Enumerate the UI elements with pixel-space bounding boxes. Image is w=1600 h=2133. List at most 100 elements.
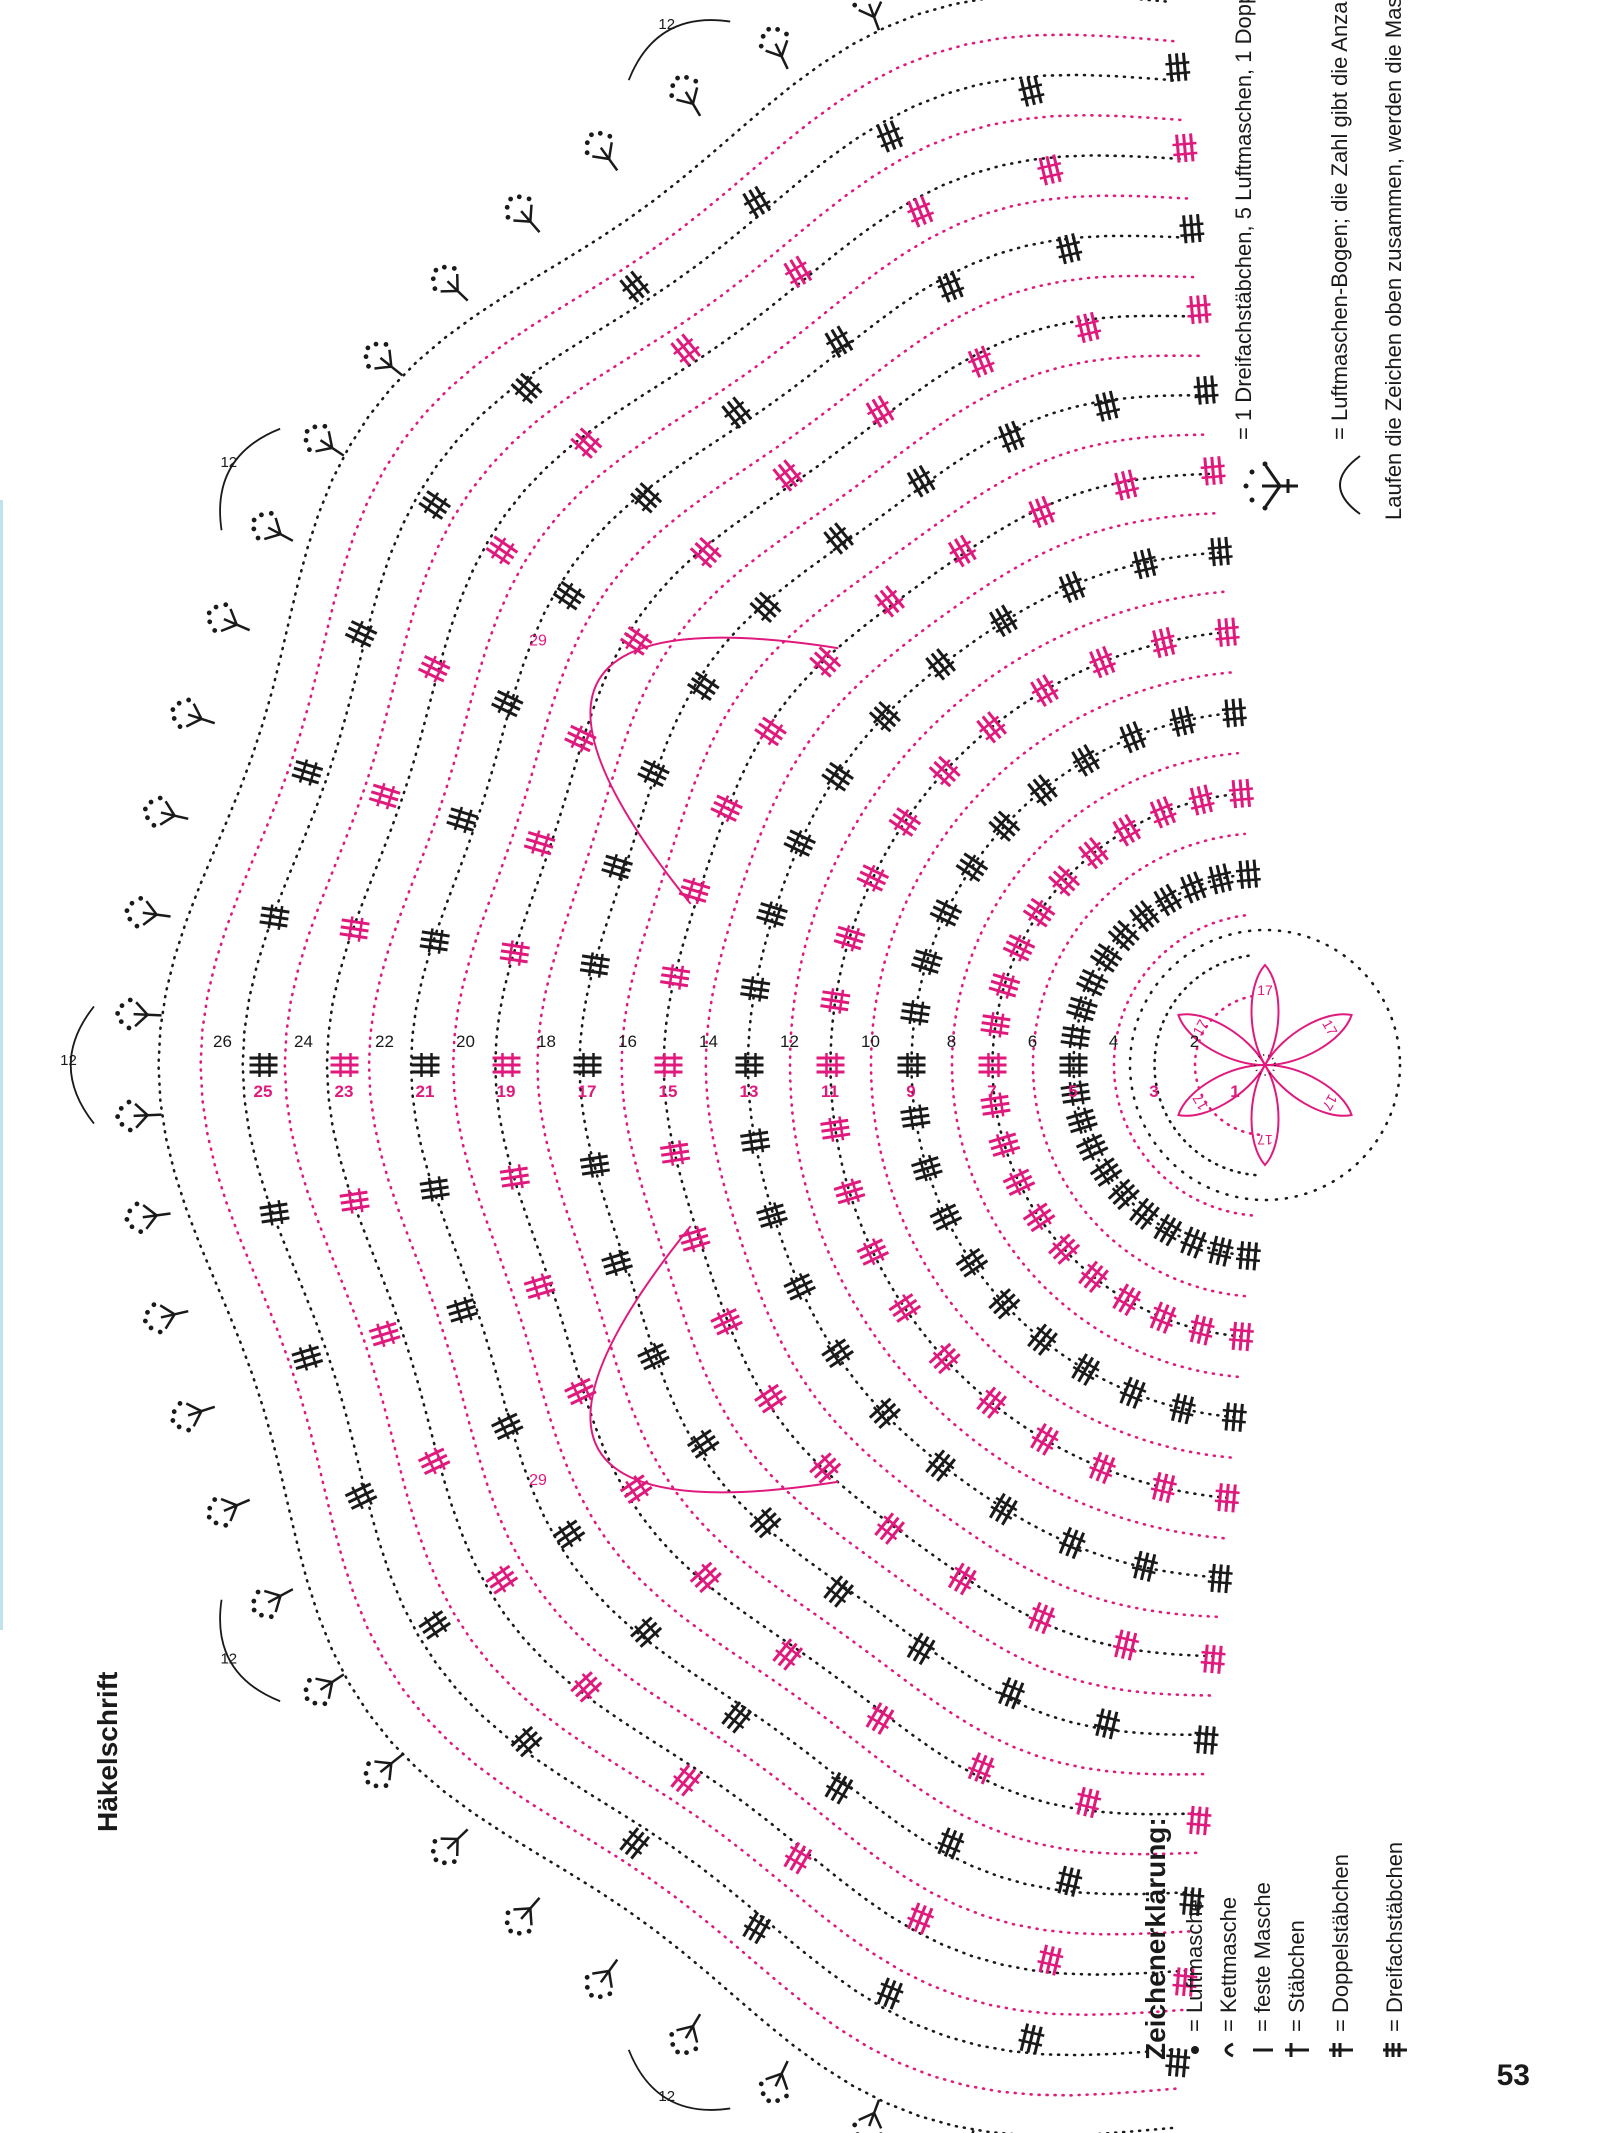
- stitch-stem: [1032, 1327, 1053, 1352]
- stitch-bar: [1095, 945, 1111, 967]
- stitch-stem: [980, 345, 995, 373]
- petal-label: 17: [1257, 1132, 1273, 1148]
- stitch-bar: [1031, 679, 1054, 695]
- chain-dot: [186, 1427, 192, 1433]
- stitch-stem: [1124, 1290, 1142, 1317]
- stitch-stem: [1041, 1607, 1055, 1635]
- round-label-magenta: 25: [254, 1082, 273, 1101]
- stitch-bar: [1171, 723, 1196, 732]
- stitch-stem: [419, 1178, 448, 1186]
- picot-symbol: [430, 264, 469, 302]
- stitch-bar: [641, 492, 660, 512]
- stitch-bar: [581, 437, 600, 457]
- stitch-stem: [821, 1125, 850, 1133]
- stitch-bar: [298, 759, 309, 783]
- picot-branch: [440, 1837, 458, 1841]
- chain-dot: [365, 1779, 371, 1785]
- stitch-stem: [950, 270, 964, 298]
- stitch-stem: [1231, 617, 1237, 646]
- stitch-stem: [1196, 376, 1202, 405]
- stitch-bar: [866, 400, 889, 416]
- stitch-group: [259, 1200, 290, 1226]
- stitch-group: [417, 655, 451, 683]
- chain-dot: [177, 724, 183, 729]
- stitch-stem: [818, 1462, 842, 1484]
- stitch-group: [754, 1383, 787, 1414]
- stitch-stem: [1102, 645, 1116, 674]
- chain-dot: [223, 602, 229, 608]
- stitch-stem: [1210, 538, 1216, 567]
- stitch-group: [1207, 1235, 1234, 1267]
- stitch-bar: [872, 704, 891, 724]
- stitch-stem: [601, 868, 629, 880]
- stitch-stem: [980, 1757, 995, 1785]
- stitch-stem: [1217, 537, 1223, 566]
- stitch-bar: [453, 1299, 464, 1324]
- stitch-stem: [1057, 1243, 1081, 1265]
- stitch-bar: [652, 1342, 666, 1366]
- stitch-bar: [840, 1181, 851, 1206]
- stitch-stem: [938, 755, 961, 777]
- stitch-stem: [564, 737, 591, 753]
- stitch-bar: [463, 809, 473, 834]
- stitch-stem: [1027, 782, 1048, 807]
- stitch-stem: [1182, 1886, 1188, 1915]
- stitch-group: [833, 924, 866, 952]
- picot-symbol: [303, 423, 345, 457]
- stitch-bar: [902, 1293, 918, 1316]
- stitch-stem: [911, 1156, 939, 1168]
- stitch-bar: [866, 1714, 889, 1730]
- stitch-bar: [587, 952, 594, 977]
- stitch-stem: [935, 1216, 963, 1231]
- stitch-stem: [758, 591, 782, 613]
- stitch-stem: [930, 1453, 951, 1478]
- stitch-bar: [1031, 1435, 1054, 1451]
- stitch-stem: [1238, 1241, 1245, 1270]
- stitch-stem: [1168, 2048, 1174, 2077]
- stitch-bar: [540, 833, 551, 857]
- stitch-stem: [1193, 1231, 1207, 1259]
- chain-dot: [383, 342, 389, 347]
- picot-symbol: [504, 194, 541, 233]
- chain-dot: [432, 1838, 438, 1844]
- stitch-stem: [1102, 1456, 1116, 1485]
- stitch-group: [1180, 1226, 1208, 1259]
- stitch-group: [824, 1771, 854, 1805]
- stitch-stem: [339, 1190, 368, 1198]
- stitch-bar: [1119, 1390, 1143, 1403]
- stitch-group: [1066, 1107, 1098, 1135]
- stitch-bar: [1056, 1881, 1081, 1890]
- stitch-stem: [1045, 1946, 1055, 1975]
- stitch-stem: [1037, 1332, 1058, 1356]
- stitch-group: [1075, 311, 1102, 344]
- chain-dot: [669, 2032, 675, 2037]
- stitch-stem: [519, 1736, 543, 1758]
- chain-dot: [363, 1770, 369, 1776]
- stitch-stem: [1196, 1725, 1202, 1754]
- round-label-magenta: 21: [416, 1082, 435, 1101]
- stitch-stem: [485, 547, 511, 566]
- stitch-bar: [932, 759, 951, 779]
- stitch-bar: [1153, 812, 1177, 824]
- stitch-stem: [421, 930, 450, 938]
- round-number-labels: 1212121212292912345678910111213141516171…: [60, 16, 1240, 2105]
- stitch-group: [1078, 1260, 1109, 1294]
- stitch-stem: [630, 270, 651, 295]
- stitch-stem: [1112, 820, 1130, 847]
- stitch-stem: [756, 915, 784, 927]
- stitch-bar: [579, 1377, 593, 1401]
- stitch-group: [1207, 536, 1233, 567]
- chain-dot: [255, 1589, 261, 1595]
- stitch-stem: [1088, 836, 1109, 861]
- stitch-group: [721, 396, 753, 429]
- stitch-bar: [1112, 477, 1137, 486]
- stitch-bar: [1092, 1456, 1117, 1468]
- chain-dot: [251, 1598, 257, 1604]
- stitch-stem: [1252, 859, 1258, 888]
- stitch-bar: [941, 1832, 965, 1844]
- stitch-stem: [754, 1512, 777, 1534]
- stitch-stem: [862, 864, 890, 879]
- stitch-stem: [1215, 864, 1226, 893]
- stitch-stem: [932, 1209, 960, 1225]
- stitch-bar: [945, 904, 958, 927]
